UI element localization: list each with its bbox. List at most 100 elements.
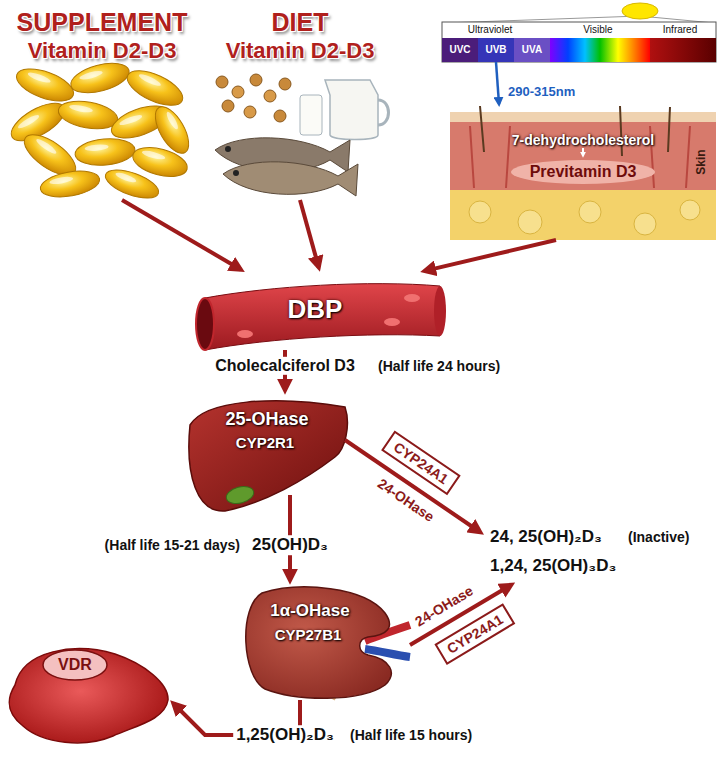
capsule-picture-part-part (79, 69, 104, 81)
gene-label: CYP27B1 (275, 626, 342, 643)
spectrum-label: Infrared (663, 24, 697, 36)
skin-picture-part (518, 210, 542, 234)
flow-arrow (122, 200, 241, 269)
food-picture-part-part (223, 162, 358, 196)
half-life-note: (Half life 15-21 days) (105, 537, 240, 553)
food-picture-part (279, 78, 291, 90)
skin-picture-part (450, 112, 716, 122)
blood-vessel-part (384, 318, 400, 326)
kidney-picture-part (246, 587, 391, 698)
food-picture-part (274, 110, 286, 122)
food-picture-part (244, 106, 256, 118)
capsule-picture (6, 58, 196, 204)
skin-picture-part (680, 200, 700, 220)
skin-picture-part (450, 122, 716, 190)
kidney-box: 1α-OHaseCYP27B1 (240, 585, 410, 700)
food-picture-part (300, 95, 322, 135)
food-picture-part (223, 162, 358, 196)
skin-picture (450, 106, 716, 240)
liver-box: 25-OHaseCYP2R1 (185, 395, 350, 495)
flow-arrow (425, 240, 556, 271)
blood-vessel-part (404, 294, 420, 302)
capsule-picture-part-part (69, 104, 94, 114)
metabolite-label: 1,25(OH)₂D₃ (233, 725, 337, 745)
skin-picture-part (634, 213, 656, 235)
uv-arrow (496, 62, 499, 104)
half-life-note: (Half life 24 hours) (378, 358, 500, 374)
food-picture-part (225, 146, 231, 152)
light-spectrum-part (650, 38, 716, 62)
blood-vessel (196, 284, 446, 350)
blood-vessel-part (205, 284, 440, 350)
spectrum-label: Ultraviolet (468, 24, 512, 36)
blood-vessel-part (196, 298, 214, 350)
capsule-picture-part-part (141, 149, 166, 161)
enzyme-label: 1α-OHase (270, 601, 349, 621)
capsule-picture-part-part (122, 64, 187, 113)
capsule-picture-part-part (49, 175, 74, 185)
band-label: UVB (485, 44, 506, 56)
carrier-label: DBP (288, 295, 343, 325)
light-spectrum (442, 3, 716, 104)
source-subtitle: Vitamin D2-D3 (28, 38, 177, 63)
capsule-picture-part-part (84, 144, 108, 152)
half-life-note: (Half life 15 hours) (350, 727, 472, 743)
gene-label: CYP24A1 (391, 439, 452, 487)
food-picture-part (250, 74, 262, 86)
flow-arrow (300, 200, 319, 267)
light-spectrum-part (550, 38, 650, 62)
capsule-picture-part (56, 97, 120, 133)
liver-picture-part (224, 484, 255, 507)
previtamin-label: Previtamin D3 (530, 163, 637, 181)
connectors (122, 200, 556, 735)
target-cell-part (43, 650, 107, 680)
skin-picture-part (511, 160, 655, 184)
capsule-picture-part (68, 58, 133, 99)
food-picture-part (216, 76, 228, 88)
capsule-picture-part-part (118, 113, 143, 127)
liver-picture-part (189, 401, 348, 511)
capsule-picture-part (122, 64, 187, 113)
target-cell (9, 649, 168, 743)
capsule-picture-part (12, 63, 77, 108)
metabolite-label: Cholecalciferol D3 (212, 357, 358, 375)
capsule-picture-part (38, 167, 101, 201)
capsule-picture-part-part (17, 113, 41, 130)
kidney-picture (246, 587, 410, 699)
capsule-picture-part-part (35, 137, 58, 156)
source-subtitle: Vitamin D2-D3 (226, 38, 375, 63)
capsule-picture-part-part (27, 71, 52, 85)
skin-picture-part (469, 201, 491, 223)
food-picture-part (378, 100, 389, 125)
vessel-box: DBP (195, 272, 445, 350)
skin-picture-part (582, 148, 584, 156)
source-box: SUPPLEMENTVitamin D2-D3 (5, 5, 200, 200)
source-title: DIET (272, 8, 329, 37)
food-picture-part (325, 80, 378, 140)
band-label: UVA (522, 44, 542, 56)
light-spectrum-part (442, 22, 716, 62)
capsule-picture-part (102, 164, 162, 204)
food-picture-part (232, 86, 244, 98)
blood-vessel-part (434, 286, 446, 336)
cell-box: VDR (5, 640, 170, 745)
spectrum-label: Visible (583, 24, 612, 36)
sun (622, 3, 658, 19)
food-picture-part (264, 90, 276, 102)
capsule-picture-part-part (38, 167, 101, 201)
liver-picture (189, 401, 348, 511)
skin-picture-part (450, 190, 716, 240)
capsule-picture-part (74, 136, 136, 167)
capsule-picture-part-part (68, 58, 133, 99)
skin-picture-part (579, 201, 601, 223)
source-box: DIETVitamin D2-D3 (205, 5, 395, 200)
capsule-picture-part-part (114, 171, 137, 184)
light-spectrum-part (442, 38, 478, 62)
metabolite-label: 25(OH)D₃ (249, 535, 331, 555)
skin-label: Skin (695, 149, 709, 174)
light-spectrum-part (478, 38, 514, 62)
skin-picture-part (470, 126, 690, 188)
gene-label: CYP2R1 (236, 434, 294, 451)
